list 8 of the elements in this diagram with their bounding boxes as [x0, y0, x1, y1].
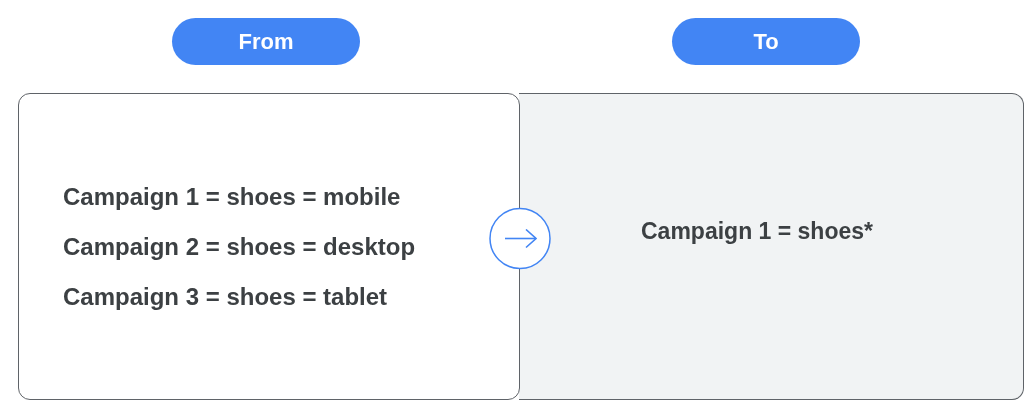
campaign-text: Campaign 1 = shoes* — [641, 218, 874, 245]
campaign-text: Campaign 1 = shoes = mobile — [63, 182, 402, 211]
panel — [519, 93, 1024, 400]
campaign-text: Campaign 2 = shoes = desktop — [63, 232, 417, 261]
panel — [18, 93, 520, 400]
heading-pill: To — [672, 18, 860, 65]
campaign-text: Campaign 3 = shoes = tablet — [63, 282, 389, 311]
heading-pill: From — [172, 18, 360, 65]
